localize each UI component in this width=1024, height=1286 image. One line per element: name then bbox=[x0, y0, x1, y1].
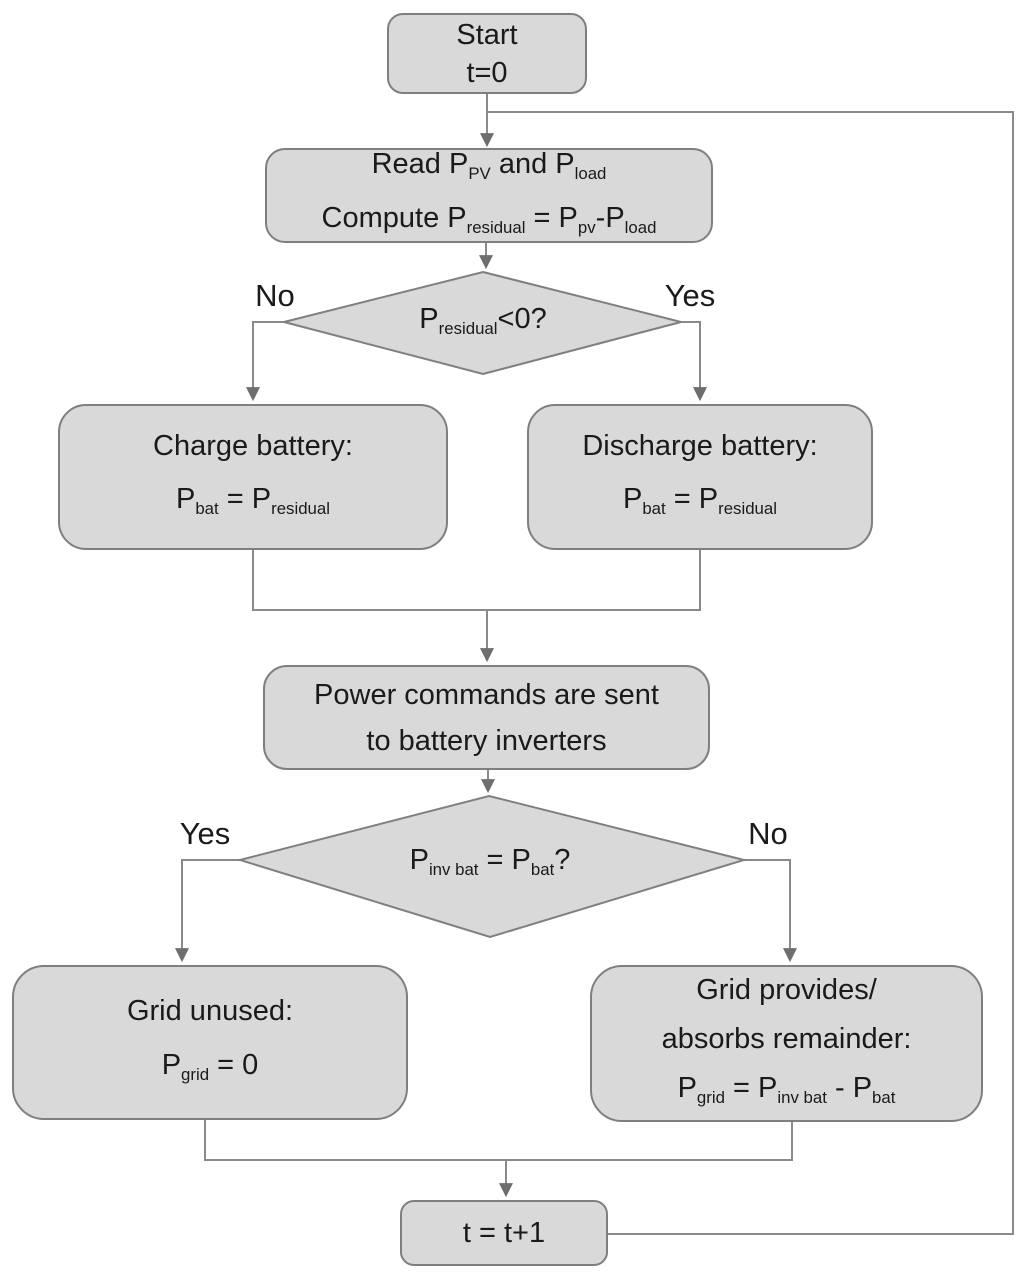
connector-residual-yes-to-discharge bbox=[681, 321, 707, 402]
connector-invbat-yes-to-grid-unused bbox=[175, 859, 240, 963]
connector-residual-no-to-charge bbox=[246, 321, 284, 402]
connector-feedback-loop bbox=[488, 111, 1014, 1235]
connector-battery-merge bbox=[252, 550, 701, 611]
connector-invbat-no-to-grid-provides bbox=[744, 859, 797, 963]
decision-residual-diamond bbox=[283, 270, 682, 376]
decision-invbat-diamond bbox=[236, 794, 748, 939]
connector-grid-merge bbox=[204, 1120, 793, 1161]
